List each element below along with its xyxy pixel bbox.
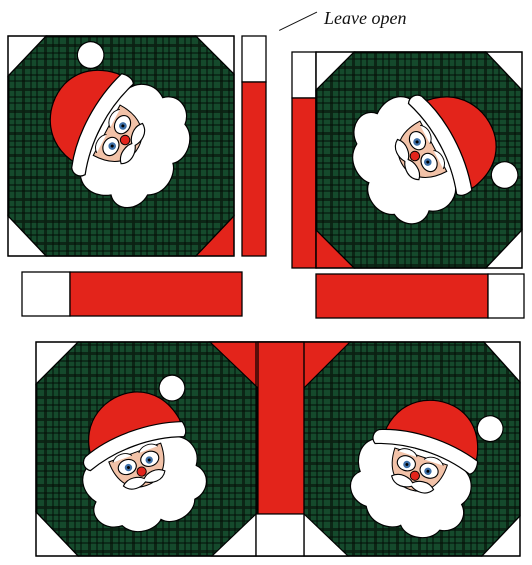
sashing-strip-horizontal-left bbox=[22, 272, 242, 316]
block-top-left bbox=[8, 36, 234, 256]
sashing-strip-horizontal-right bbox=[316, 274, 524, 318]
sashing-strip-vertical-right bbox=[292, 52, 316, 268]
block-top-right bbox=[316, 52, 523, 268]
leave-open-label: Leave open bbox=[324, 8, 406, 29]
sashing-strip-vertical-left bbox=[242, 36, 266, 256]
block-bottom bbox=[36, 342, 520, 556]
